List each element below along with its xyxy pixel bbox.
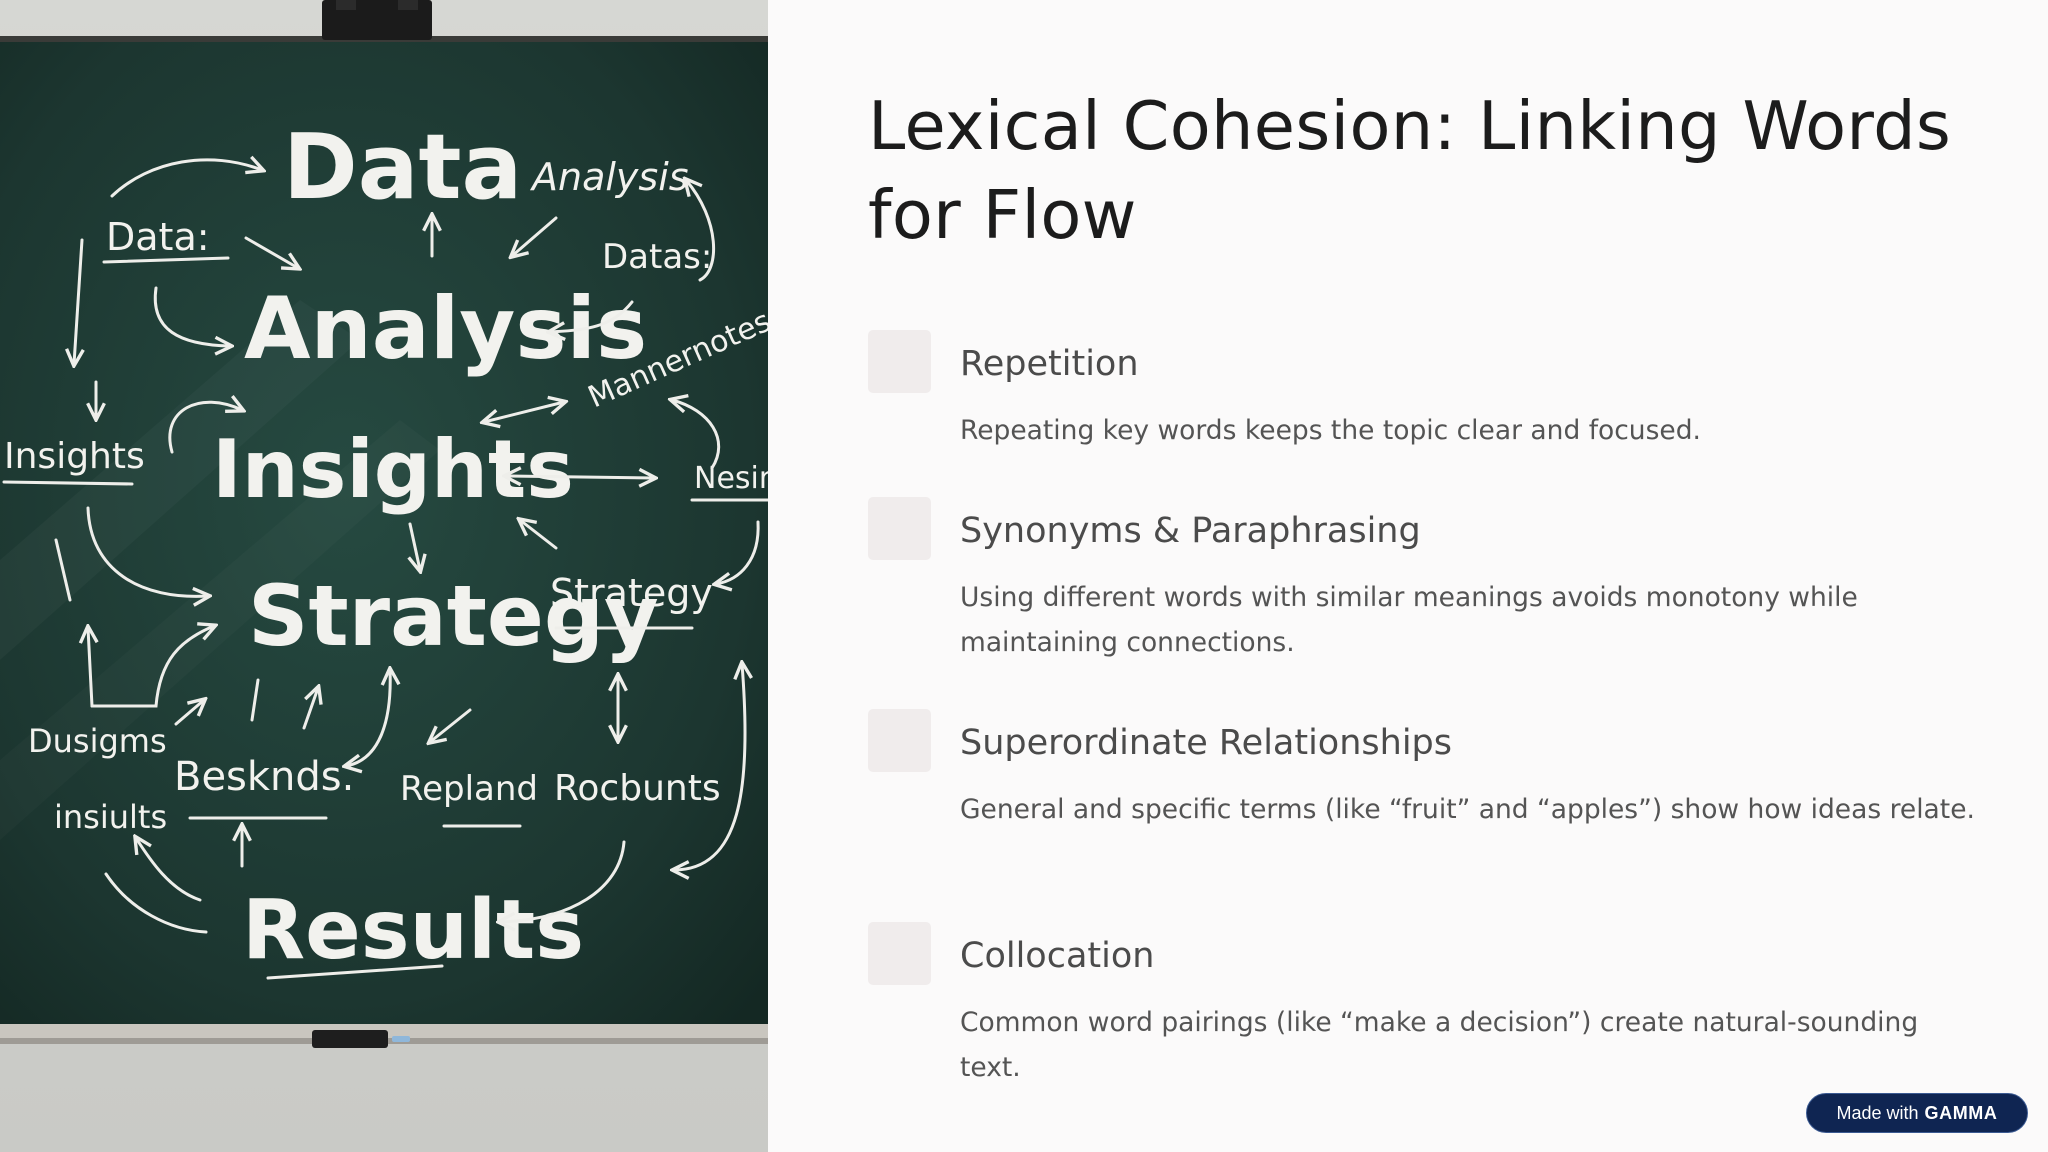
item-title: Synonyms & Paraphrasing [960, 511, 1421, 551]
item-description: Using different words with similar meani… [960, 582, 1858, 658]
item-title: Collocation [960, 936, 1155, 976]
chalk-word-besknds: Besknds. [174, 754, 354, 800]
chalk-word-datas-small: Datas: [602, 237, 712, 277]
chalk-word-insults: insiults [54, 798, 167, 836]
item-marker [868, 922, 931, 985]
slide-content: Lexical Cohesion: Linking Words for Flow… [868, 0, 1978, 1152]
chalk-word-strategy-small: Strategy [550, 571, 713, 615]
chalk-word-insights: Insights [212, 423, 574, 516]
item-marker [868, 497, 931, 560]
chalk-word-data: Data [283, 115, 522, 220]
item-description: Repeating key words keeps the topic clea… [960, 415, 1701, 446]
chalk-word-repland: Repland [400, 769, 538, 809]
chalk-word-nesin: Nesin [694, 461, 768, 496]
chalk-word-results: Results [242, 883, 584, 978]
chalk-word-rocbunts: Rocbunts [554, 768, 721, 809]
chalkboard-surface [0, 42, 768, 1024]
chalk-word-data-small: Data: [106, 215, 210, 259]
chalk-arrows [2, 160, 768, 980]
item-description: Common word pairings (like “make a decis… [960, 1007, 1919, 1083]
item-description: General and specific terms (like “fruit”… [960, 794, 1975, 825]
eraser [312, 1030, 388, 1048]
item-marker [868, 709, 931, 772]
chalk-word-insights-small: Insights [4, 436, 145, 477]
chalk-word-analysis-small: Analysis [529, 155, 689, 199]
item-title: Superordinate Relationships [960, 723, 1452, 763]
item-title: Repetition [960, 344, 1139, 384]
badge-prefix: Made with [1836, 1102, 1919, 1123]
chalk-word-strategy: Strategy [248, 567, 659, 665]
chalkboard-image: Data Analysis Insights Strategy Results … [0, 0, 768, 1152]
chalk-word-dusigms: Dusigms [28, 722, 167, 760]
gamma-logo: GAMMA [1924, 1102, 1998, 1123]
made-with-gamma-badge[interactable]: Made with GAMMA [1806, 1093, 2028, 1133]
item-marker [868, 330, 931, 393]
slide-title: Lexical Cohesion: Linking Words for Flow [868, 87, 1952, 254]
